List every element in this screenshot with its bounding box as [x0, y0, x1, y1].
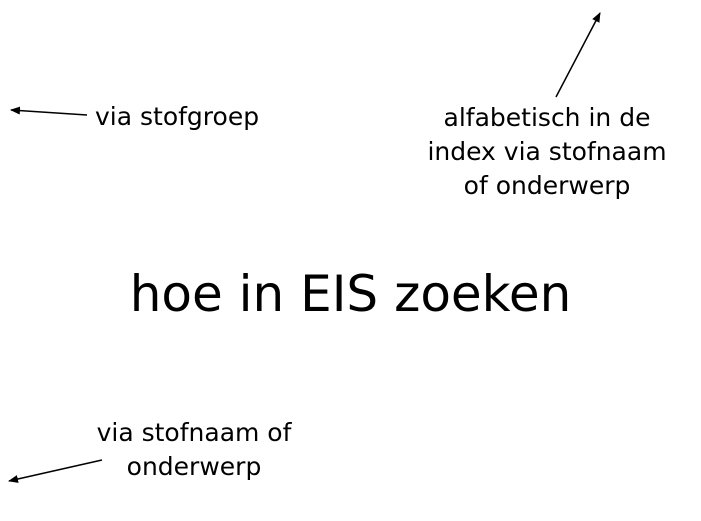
option-label-line: via stofnaam of	[96, 418, 292, 447]
option-label-line: alfabetisch in de	[443, 103, 651, 132]
option-label-line: of onderwerp	[463, 171, 631, 200]
option-alfabetisch-index: alfabetisch in de index via stofnaam of …	[420, 101, 674, 203]
option-label-line: onderwerp	[126, 452, 262, 481]
diagram-title: hoe in EIS zoeken	[129, 265, 572, 323]
option-label-line: index via stofnaam	[427, 137, 667, 166]
option-via-stofnaam: via stofnaam of onderwerp	[74, 416, 314, 484]
arrow-stofnaam	[8, 459, 103, 483]
arrow-stofgroep	[10, 106, 88, 116]
option-via-stofgroep: via stofgroep	[95, 100, 259, 134]
option-label-line: via stofgroep	[95, 102, 260, 131]
arrow-alfabetisch	[555, 12, 601, 98]
